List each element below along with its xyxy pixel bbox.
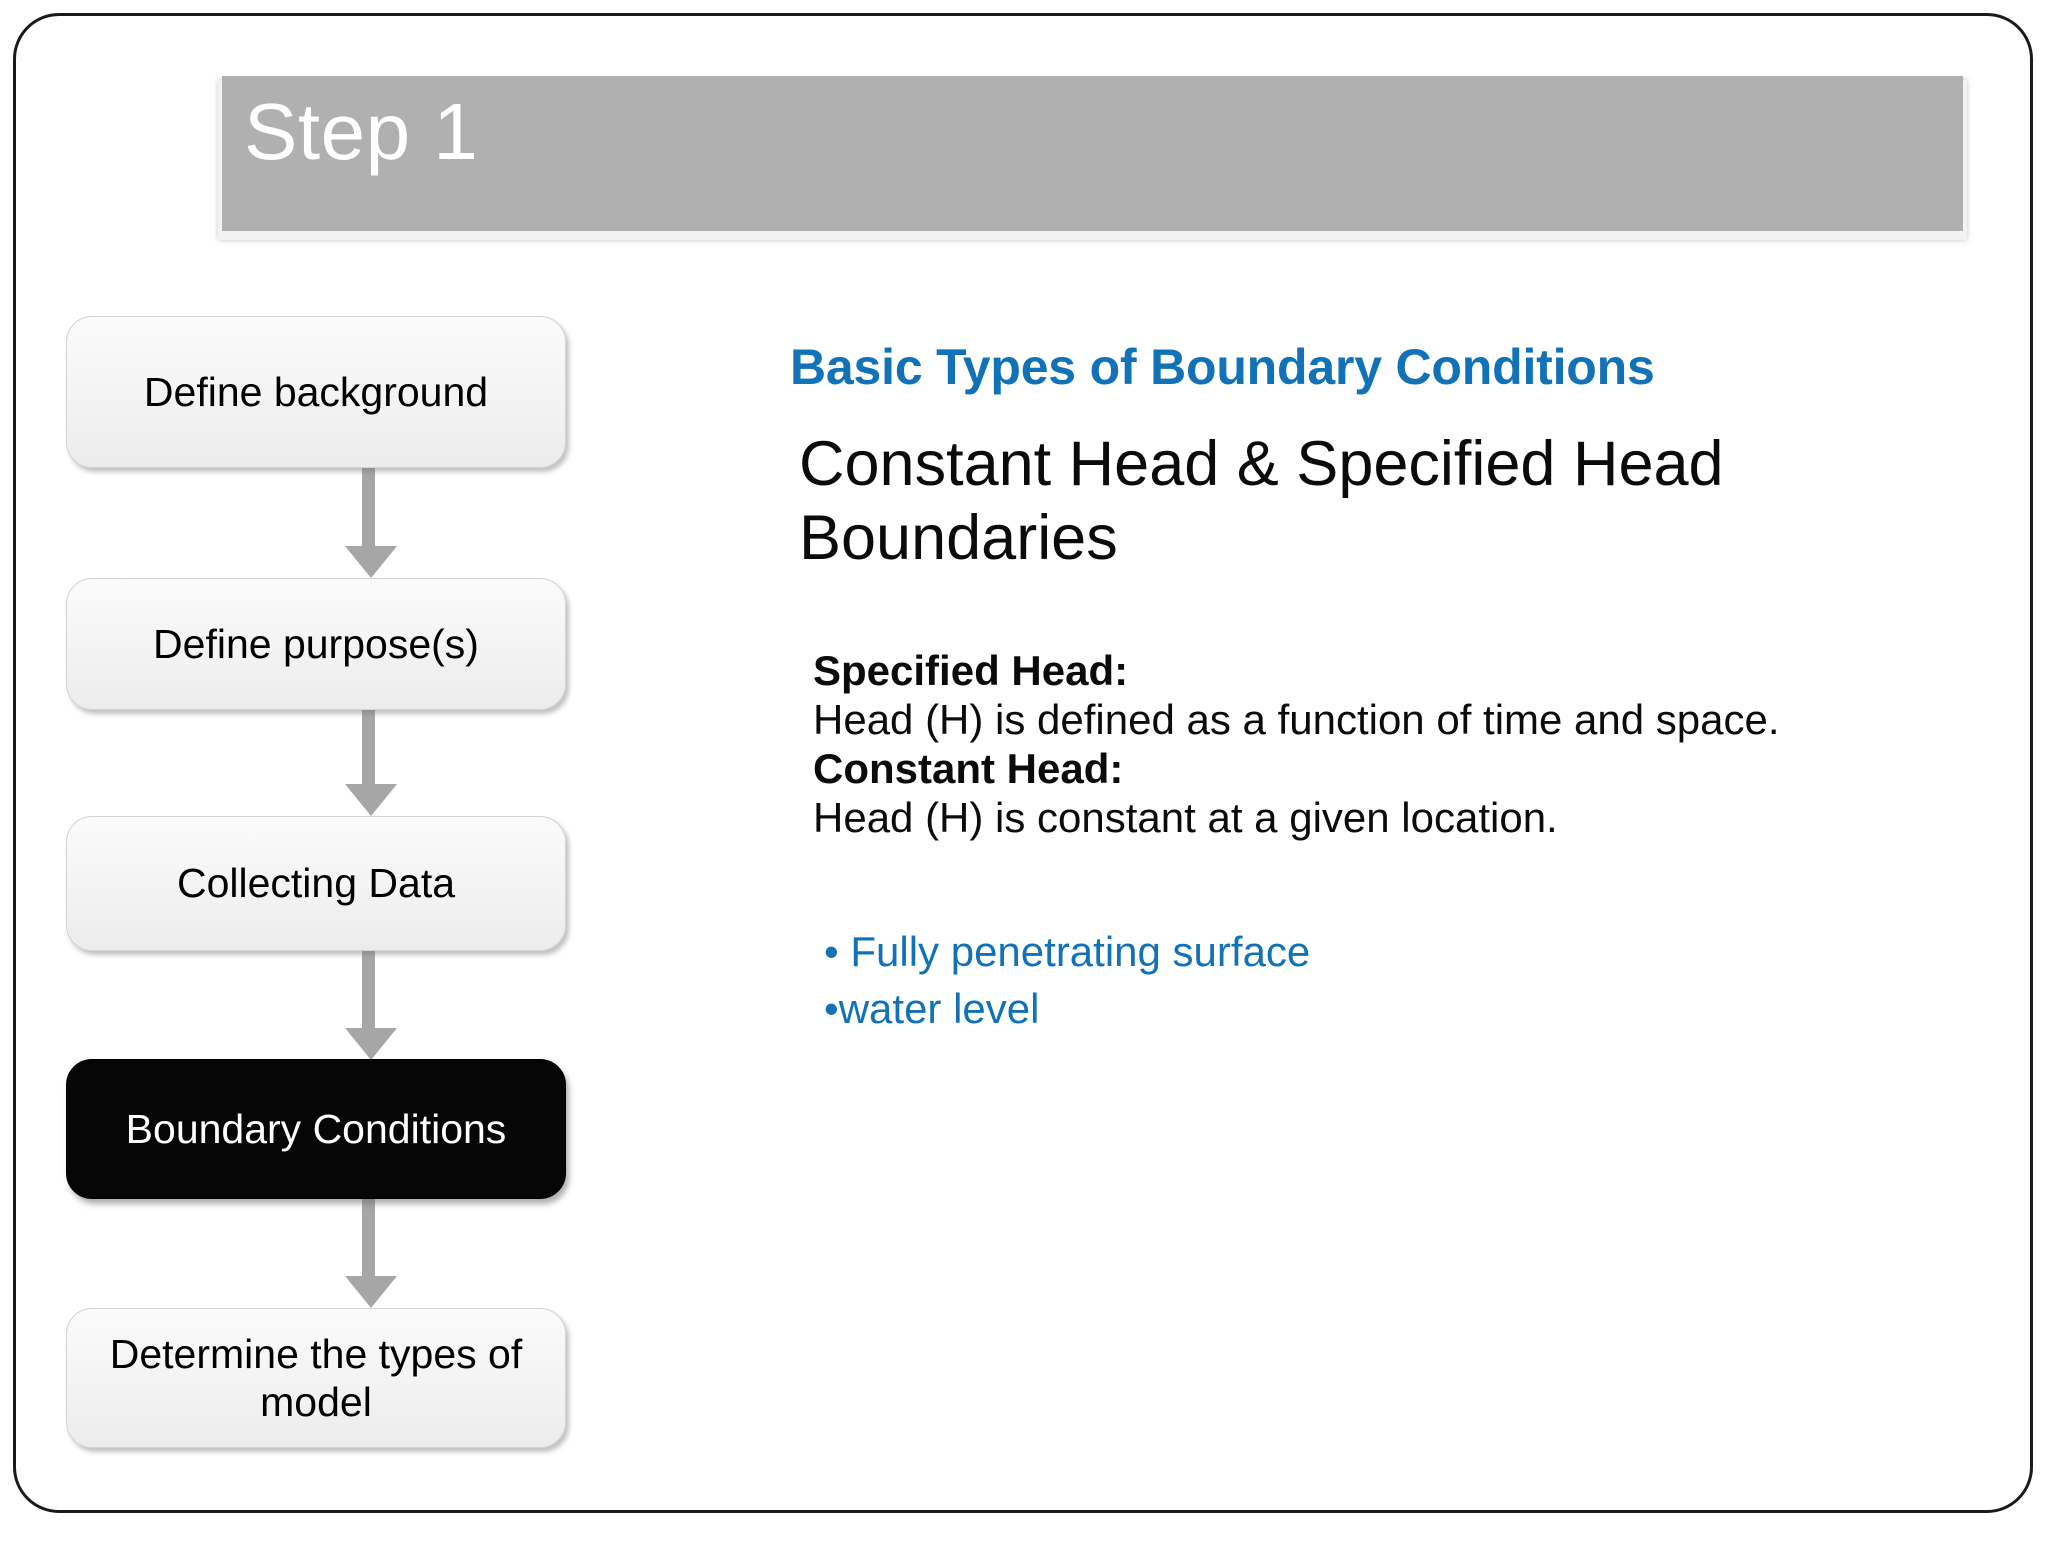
flow-step-label: Determine the types of model [109, 1330, 523, 1425]
bullet-item: •water level [824, 984, 1040, 1032]
flow-connector-arrow-4 [345, 1192, 397, 1314]
flow-step-define-background[interactable]: Define background [66, 316, 566, 468]
flow-step-define-purposes[interactable]: Define purpose(s) [66, 578, 566, 710]
flow-connector-arrow-3 [345, 946, 397, 1066]
flowchart: Define background Define purpose(s) Coll… [16, 16, 776, 1552]
body-line-constant-head-label: Constant Head: [813, 745, 1124, 793]
flow-connector-arrow-2 [345, 704, 397, 822]
body-line-specified-head-text: Head (H) is defined as a function of tim… [813, 696, 1780, 744]
content-headline: Constant Head & Specified Head Boundarie… [799, 429, 1724, 573]
arrow-head-icon [345, 546, 397, 578]
arrow-shaft [362, 946, 375, 1030]
content-body: Specified Head: Head (H) is defined as a… [813, 646, 1993, 843]
arrow-head-icon [345, 784, 397, 816]
content-bullet-list: • Fully penetrating surface •water level [824, 924, 1924, 1037]
arrow-shaft [362, 1192, 375, 1278]
slide-frame: Step 1 Define background Define purpose(… [13, 13, 2033, 1513]
content-kicker: Basic Types of Boundary Conditions [790, 339, 1655, 395]
flow-step-collecting-data[interactable]: Collecting Data [66, 816, 566, 951]
flow-step-label: Define background [143, 368, 489, 415]
flow-step-boundary-conditions[interactable]: Boundary Conditions [66, 1059, 566, 1199]
arrow-shaft [362, 704, 375, 786]
flow-step-determine-types-of-model[interactable]: Determine the types of model [66, 1308, 566, 1448]
flow-step-label: Collecting Data [176, 860, 456, 907]
flow-step-label: Boundary Conditions [125, 1105, 507, 1152]
arrow-head-icon [345, 1028, 397, 1060]
flow-connector-arrow-1 [345, 456, 397, 582]
arrow-shaft [362, 456, 375, 548]
title-bar [222, 76, 1963, 231]
body-line-constant-head-text: Head (H) is constant at a given location… [813, 794, 1558, 842]
body-line-specified-head-label: Specified Head: [813, 647, 1129, 694]
bullet-item: • Fully penetrating surface [824, 928, 1311, 975]
page-title: Step 1 [244, 87, 479, 176]
flow-step-label: Define purpose(s) [153, 620, 479, 667]
arrow-head-icon [345, 1276, 397, 1308]
